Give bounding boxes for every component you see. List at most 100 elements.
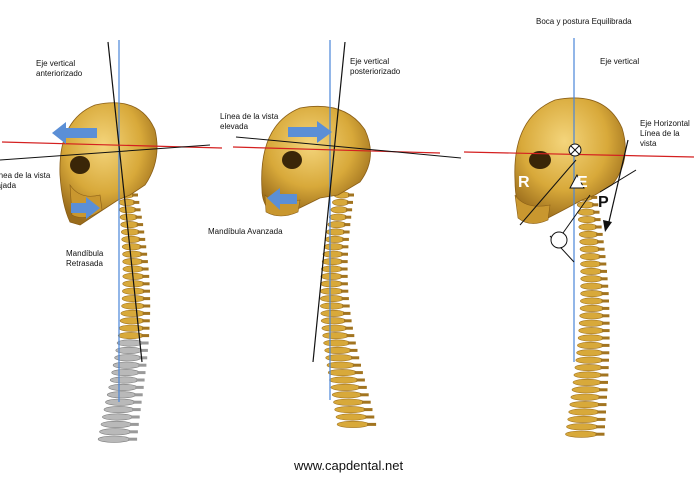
vertebra xyxy=(320,302,345,310)
vertebra-process xyxy=(343,230,350,234)
spine-middle xyxy=(319,191,377,428)
vertebra-process xyxy=(600,373,609,377)
vertebra-process xyxy=(133,400,142,404)
vertebra-process xyxy=(142,289,150,293)
vertebra xyxy=(580,275,603,283)
vertebra-process xyxy=(362,400,371,404)
vertebra-process xyxy=(142,297,151,301)
vertebra xyxy=(323,243,345,251)
vertebra xyxy=(333,398,365,406)
vertebra-process xyxy=(347,341,356,345)
vertebra xyxy=(571,386,602,394)
vertebra xyxy=(121,228,141,236)
vertebra-process xyxy=(136,378,145,382)
vertebra-process xyxy=(367,422,377,426)
vertebra-process xyxy=(348,193,354,197)
vertebra-process xyxy=(600,277,608,281)
vertebra-process xyxy=(600,358,609,362)
vertebra-process xyxy=(343,223,351,227)
vertebra-process xyxy=(598,255,606,259)
vertebra xyxy=(100,420,133,428)
vertebra xyxy=(322,250,344,258)
vertebra xyxy=(577,341,604,349)
vertebra-process xyxy=(136,223,144,227)
vertebra-process xyxy=(140,341,149,345)
vertebra-process xyxy=(343,311,351,315)
vertebra-process xyxy=(131,415,140,419)
label-right-horizontal: Eje Horizontal Línea de la vista xyxy=(640,119,690,148)
vertebra-process xyxy=(601,343,610,347)
vertebra xyxy=(103,406,135,414)
vertebra xyxy=(321,265,343,273)
vertebra xyxy=(109,376,139,384)
vertebra xyxy=(323,339,351,347)
vertebra-process xyxy=(341,245,349,249)
vertebra-process xyxy=(139,356,148,360)
spine-left xyxy=(97,191,151,443)
vertebra-process xyxy=(349,348,358,352)
vertebra-process xyxy=(142,311,151,315)
right-arrow-icon xyxy=(288,121,332,143)
vertebra-process xyxy=(142,282,150,286)
vertebra xyxy=(327,369,357,377)
vertebra xyxy=(122,250,143,258)
vertebra xyxy=(330,206,349,214)
vertebra-process xyxy=(345,208,353,212)
horizontal-axis-middle xyxy=(232,146,441,154)
vertebra xyxy=(320,272,343,280)
vertebra-process xyxy=(598,395,607,399)
vertebra-process xyxy=(140,252,148,256)
vertebra-process xyxy=(138,363,147,367)
joint-circle-icon xyxy=(550,231,568,249)
triangle-marker-icon xyxy=(569,173,585,189)
vertebra xyxy=(122,265,145,273)
vertebra-process xyxy=(596,232,603,236)
vertebra-process xyxy=(129,430,138,434)
vertebra xyxy=(326,361,356,369)
force-line-jaw xyxy=(557,194,591,241)
gaze-line-middle xyxy=(235,136,462,159)
vertebra-process xyxy=(142,304,151,308)
vertebra-process xyxy=(593,210,600,214)
vertebra-process xyxy=(141,326,150,330)
panel-middle xyxy=(232,40,462,428)
vertebra-process xyxy=(596,425,605,429)
vertebra xyxy=(580,290,604,298)
vertebra xyxy=(320,309,346,317)
vertebra xyxy=(576,349,604,357)
vertebra xyxy=(121,243,142,251)
vertebra xyxy=(568,408,600,416)
vertebra-process xyxy=(599,388,608,392)
vertebra xyxy=(578,319,605,327)
letter-e: E xyxy=(577,174,588,191)
vertebra-process xyxy=(340,260,348,264)
vertebra-process xyxy=(591,195,598,199)
panel-right xyxy=(463,38,695,438)
vertebra xyxy=(336,420,370,428)
vertebra-process xyxy=(601,284,609,288)
vertebra xyxy=(121,295,146,303)
down-arrow-icon xyxy=(603,220,612,232)
vertebra xyxy=(319,295,344,303)
spine-right xyxy=(565,186,610,438)
label-right-title: Boca y postura Equilibrada xyxy=(536,17,632,26)
vertebra xyxy=(579,253,601,261)
tilted-axis-middle xyxy=(312,41,346,363)
vertebra xyxy=(576,201,595,209)
vertebra xyxy=(119,317,145,325)
vertebra-process xyxy=(601,299,609,303)
vertebra-process xyxy=(139,245,147,249)
vertebra-process xyxy=(132,193,138,197)
vertebra-process xyxy=(137,230,145,234)
label-right-axis: Eje vertical xyxy=(600,57,640,66)
vertebra xyxy=(119,213,138,221)
vertebra xyxy=(570,393,601,401)
vertebra-process xyxy=(137,371,146,375)
panel-left xyxy=(0,40,223,443)
vertebra-process xyxy=(134,393,143,397)
vertebra xyxy=(580,282,604,290)
vertebra-process xyxy=(600,366,609,370)
vertebra xyxy=(575,356,604,364)
vertebra-process xyxy=(134,208,141,212)
vertebra-process xyxy=(597,240,604,244)
